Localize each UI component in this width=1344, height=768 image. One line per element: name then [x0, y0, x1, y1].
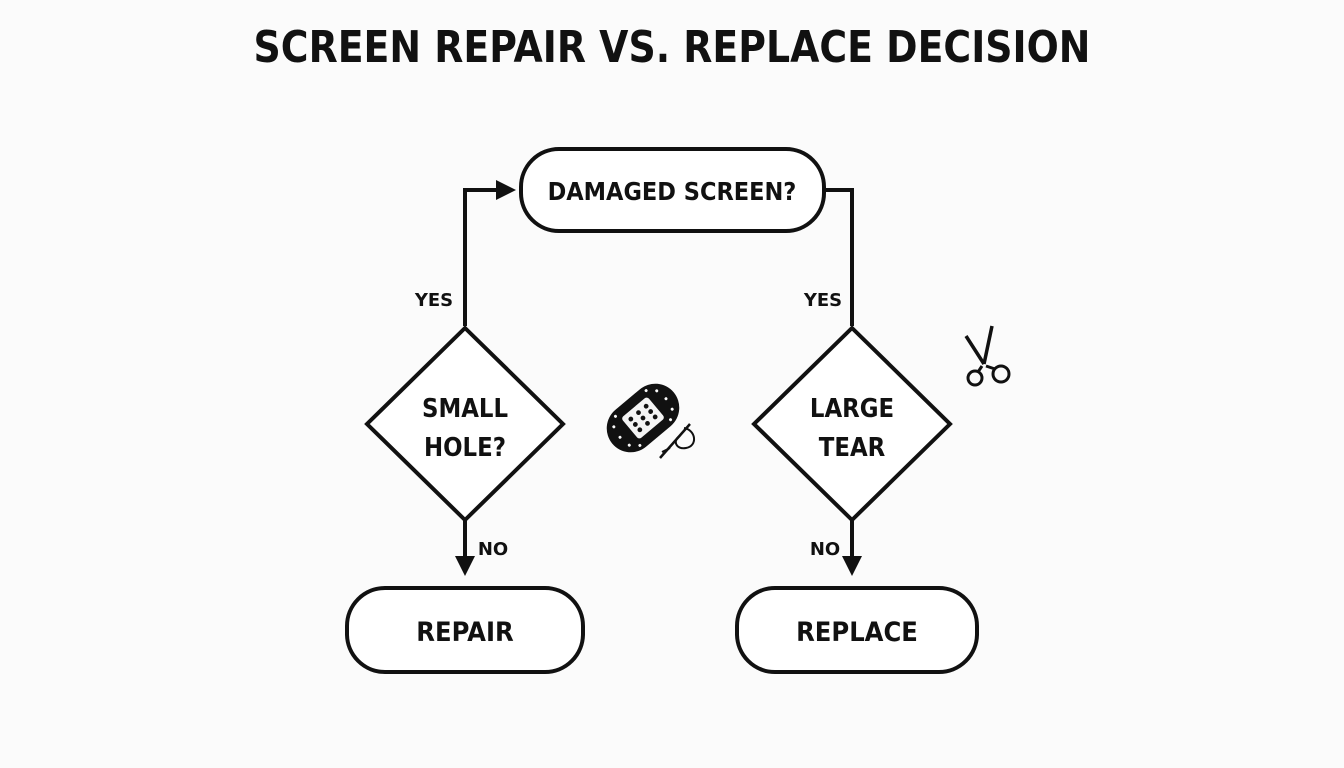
outcome-replace: REPLACE [735, 586, 979, 674]
decision-large-tear-line1: LARGE [810, 393, 894, 424]
connectors [455, 180, 862, 576]
patch-with-needle-icon [606, 383, 695, 459]
decision-large-tear-line2: TEAR [819, 432, 886, 463]
decision-small-hole: SMALL HOLE? [364, 325, 566, 523]
edge-label-left-yes: YES [414, 290, 453, 311]
start-node-label: DAMAGED SCREEN? [548, 177, 797, 206]
decision-small-hole-line1: SMALL [422, 393, 508, 424]
connector-right-upper [824, 188, 854, 326]
edge-label-right-no: NO [810, 539, 840, 560]
decision-large-tear: LARGE TEAR [751, 325, 953, 523]
start-node: DAMAGED SCREEN? [519, 147, 826, 233]
outcome-repair-label: REPAIR [416, 617, 514, 649]
decision-small-hole-line2: HOLE? [424, 432, 506, 463]
outcome-repair: REPAIR [345, 586, 585, 674]
scissors-icon [964, 325, 1011, 387]
edge-label-right-yes: YES [803, 290, 842, 311]
connector-left-upper [463, 180, 516, 326]
diagram-title: SCREEN REPAIR VS. REPLACE DECISION [253, 22, 1091, 73]
outcome-replace-label: REPLACE [796, 617, 918, 649]
edge-label-left-no: NO [478, 539, 508, 560]
